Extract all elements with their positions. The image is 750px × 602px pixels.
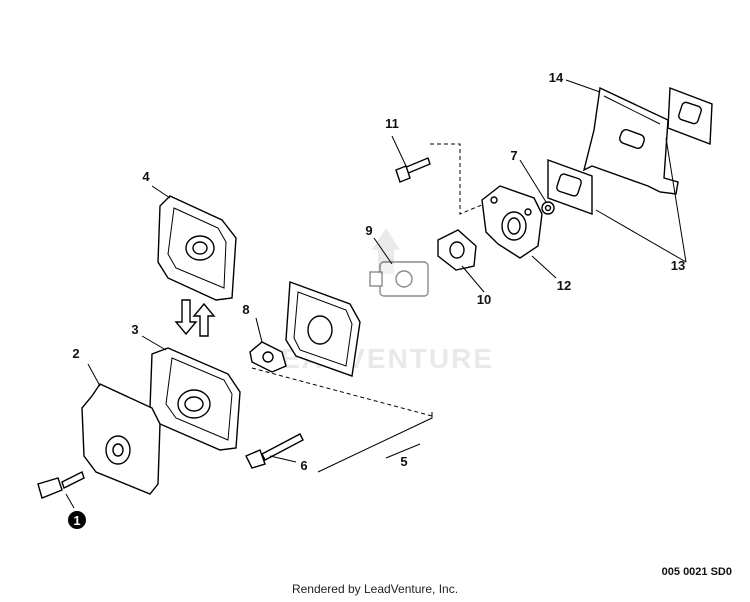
label-2: 2: [72, 346, 79, 361]
part-1-wing-screw[interactable]: [37, 471, 85, 499]
label-4: 4: [142, 169, 150, 184]
label-10: 10: [477, 292, 491, 307]
watermark-logo-icon: [372, 228, 400, 274]
part-4-filter-element[interactable]: [157, 195, 237, 301]
part-10-gasket[interactable]: [437, 229, 477, 271]
label-7: 7: [510, 148, 517, 163]
label-1: 1: [73, 513, 80, 528]
label-6: 6: [300, 458, 307, 473]
part-14-bracket[interactable]: [582, 86, 679, 195]
label-12: 12: [557, 278, 571, 293]
part-5-air-cleaner-housing[interactable]: [285, 281, 361, 377]
label-9: 9: [365, 223, 372, 238]
label-5: 5: [400, 454, 407, 469]
part-13-gasket-right[interactable]: [667, 87, 713, 145]
part-7-nut[interactable]: [541, 201, 555, 215]
label-11: 11: [385, 116, 399, 131]
drawing-code: 005 0021 SD0: [661, 566, 732, 578]
part-12-insulator[interactable]: [481, 185, 543, 259]
label-13: 13: [671, 258, 685, 273]
part-3-filter-element[interactable]: [149, 347, 241, 451]
label-8: 8: [242, 302, 249, 317]
label-14: 14: [549, 70, 564, 85]
part-13-gasket-left[interactable]: [547, 159, 593, 215]
swap-arrows-icon: [174, 299, 216, 337]
part-11-bolt[interactable]: [395, 157, 431, 183]
part-1-marker: [68, 511, 86, 529]
footer-credit: Rendered by LeadVenture, Inc.: [291, 582, 459, 596]
part-9-carburetor[interactable]: [369, 261, 429, 297]
part-6-bolt[interactable]: [245, 433, 304, 469]
part-2-air-cleaner-cover[interactable]: [81, 383, 161, 495]
label-3: 3: [131, 322, 138, 337]
leader-lines: [65, 79, 687, 509]
